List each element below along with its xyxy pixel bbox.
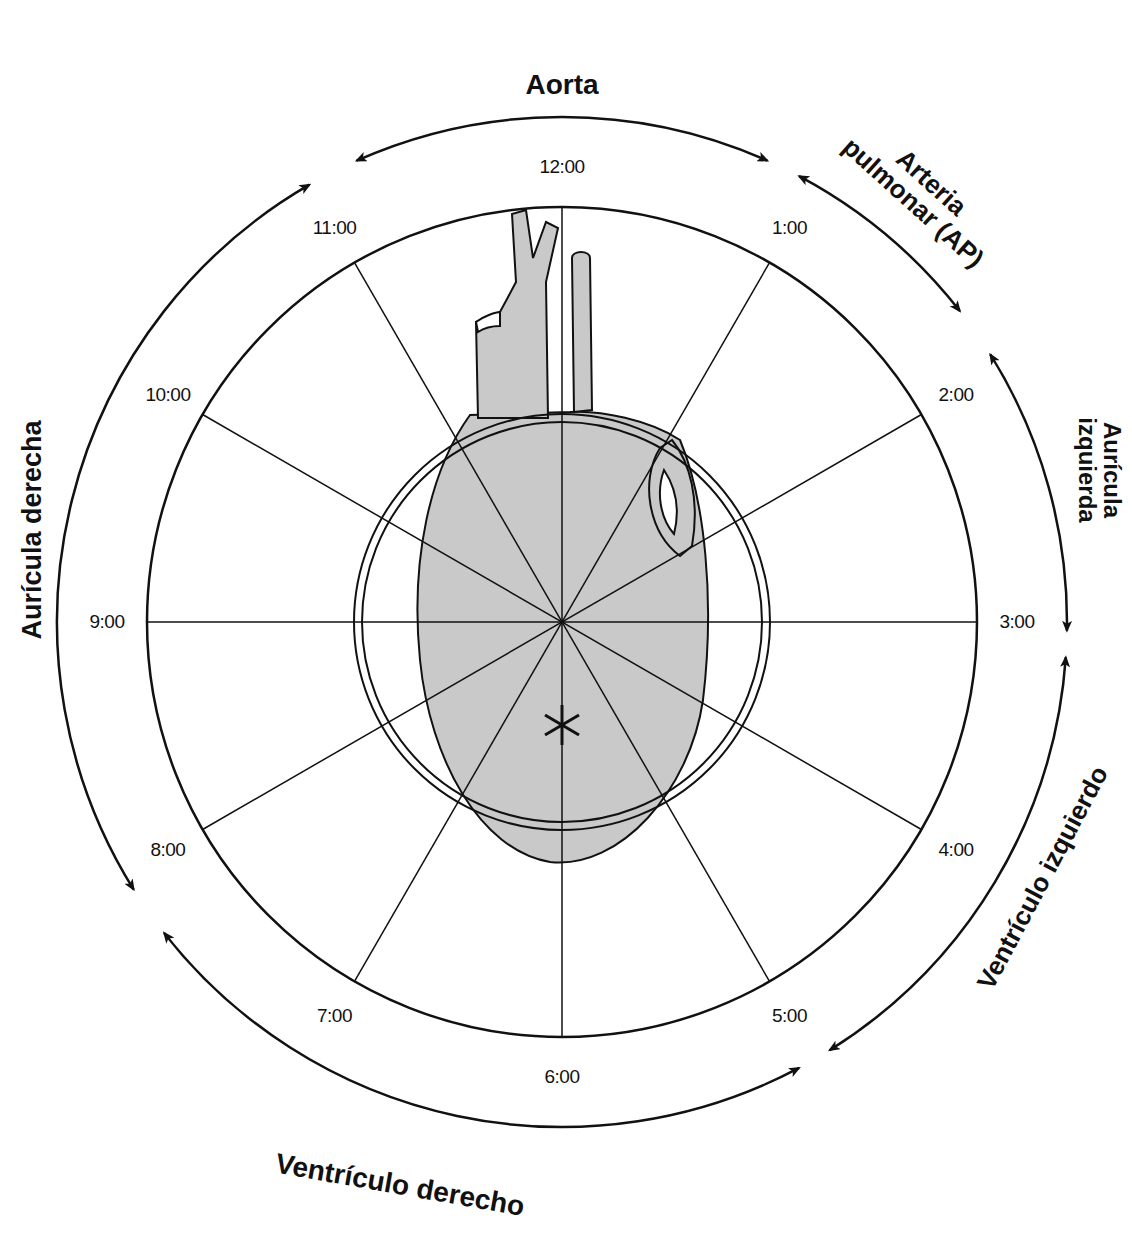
region-label: Aorta <box>525 70 598 99</box>
region-label: Ventrículo derecho <box>273 1149 526 1222</box>
clock-label: 1:00 <box>772 217 807 239</box>
range-arrow <box>164 933 799 1127</box>
asterisk <box>545 705 579 745</box>
range-arrow <box>57 185 310 890</box>
range-arrow <box>357 117 768 161</box>
clock-label: 9:00 <box>90 611 125 633</box>
clock-spoke <box>355 263 770 982</box>
range-arrow <box>990 354 1067 630</box>
region-label: Aurícula derecha <box>18 420 46 639</box>
clock-face <box>147 207 977 1037</box>
clock-circle <box>147 207 977 1037</box>
clock-label: 11:00 <box>313 217 357 239</box>
range-arrow <box>830 657 1066 1050</box>
clock-label: 3:00 <box>1000 611 1035 633</box>
clock-label: 2:00 <box>939 384 974 406</box>
clock-label: 8:00 <box>150 839 185 861</box>
heart-illustration <box>417 210 708 863</box>
clock-label: 7:00 <box>317 1005 352 1027</box>
clock-label: 6:00 <box>545 1066 580 1088</box>
region-label: Ventrículo izquierdo <box>973 762 1114 994</box>
clock-label: 10:00 <box>145 384 190 406</box>
clock-label: 5:00 <box>772 1005 807 1027</box>
clock-label: 4:00 <box>939 839 974 861</box>
clock-label: 12:00 <box>539 156 584 178</box>
range-arrows <box>57 117 1067 1127</box>
region-label: Aurícula izquierda <box>1075 408 1125 533</box>
region-label: Arteria pulmonar (AP) <box>829 106 1014 280</box>
